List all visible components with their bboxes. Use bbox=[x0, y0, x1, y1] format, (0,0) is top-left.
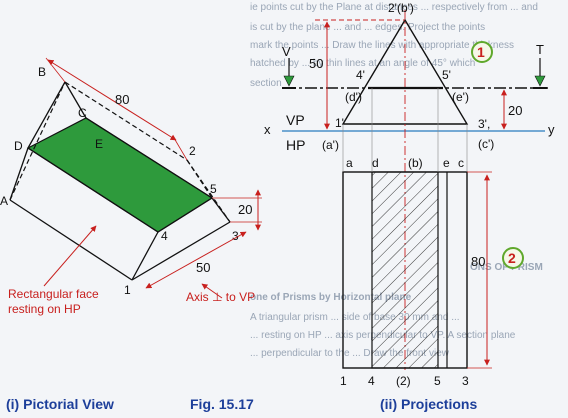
label-2b: 2'(b') bbox=[388, 1, 414, 15]
bg-line-1: ie points cut by the Plane at distances … bbox=[250, 2, 538, 13]
y-label: y bbox=[548, 122, 555, 137]
label-c-prime: (c') bbox=[478, 137, 494, 151]
t-label: T bbox=[536, 42, 544, 57]
dim-80-proj-label: 80 bbox=[471, 254, 485, 269]
plan-label-d: d bbox=[372, 156, 379, 170]
vp-label: VP bbox=[286, 112, 305, 128]
dim-50-proj-label: 50 bbox=[309, 56, 323, 71]
projector-lines bbox=[342, 88, 468, 172]
plan-label-1: 1 bbox=[340, 374, 347, 388]
bg-line-2: is cut by the plane ... and ... edges. P… bbox=[250, 22, 485, 33]
plan-label-c: c bbox=[458, 156, 464, 170]
v-label: V bbox=[282, 44, 291, 59]
dimension-50-pictorial: 50 bbox=[145, 231, 247, 289]
bg-line-8: A triangular prism ... side of base 30 m… bbox=[250, 312, 460, 323]
plan-label-3: 3 bbox=[462, 374, 469, 388]
hatched-section bbox=[371, 171, 439, 369]
bg-line-4: hatched by ... by thin lines at an angle… bbox=[250, 58, 475, 69]
bg-line-7: one of Prisms by Horizontal plane bbox=[250, 292, 412, 303]
face-leader-arrow bbox=[43, 225, 97, 287]
dimension-80-pictorial: 80 bbox=[45, 57, 188, 161]
plan-label-e: e bbox=[443, 156, 450, 170]
vertex-5: 5 bbox=[210, 182, 217, 196]
dimension-80-projection: 80 bbox=[467, 171, 492, 369]
marker-1-text: 1 bbox=[477, 44, 485, 60]
plan-label-b: (b) bbox=[408, 156, 423, 170]
dim-20-label: 20 bbox=[238, 202, 252, 217]
bg-line-5: section bbox=[250, 78, 282, 89]
label-4prime: 4' bbox=[356, 68, 365, 82]
plan-label-2: (2) bbox=[396, 374, 411, 388]
bg-line-6: ONS OF PRISM bbox=[470, 262, 543, 273]
x-label: x bbox=[264, 122, 271, 137]
plan-label-5: 5 bbox=[434, 374, 441, 388]
vertex-D: D bbox=[14, 139, 23, 153]
label-a-prime: (a') bbox=[322, 138, 339, 152]
vertex-B: B bbox=[38, 65, 46, 79]
vertex-2: 2 bbox=[189, 144, 196, 158]
bg-line-10: ... perpendicular to the ... Draw the fr… bbox=[250, 348, 450, 359]
hp-label: HP bbox=[286, 137, 305, 153]
caption-projections: (ii) Projections bbox=[380, 396, 477, 412]
note-face: Rectangular face resting on HP bbox=[8, 287, 102, 316]
t-arrow bbox=[533, 58, 547, 89]
figure-number: Fig. 15.17 bbox=[190, 396, 254, 412]
marker-2: 2 bbox=[502, 247, 524, 269]
dimension-50-projection: 50 bbox=[309, 21, 330, 130]
label-e-prime: (e') bbox=[452, 90, 469, 104]
label-1prime: 1' bbox=[335, 116, 344, 130]
vertex-1: 1 bbox=[124, 283, 131, 297]
marker-2-text: 2 bbox=[508, 250, 516, 266]
plan-label-4: 4 bbox=[368, 374, 375, 388]
marker-1: 1 bbox=[471, 41, 493, 63]
plan-label-a: a bbox=[346, 156, 353, 170]
dim-20-proj-label: 20 bbox=[508, 103, 522, 118]
vertex-C: E bbox=[95, 137, 103, 151]
dim-50-label: 50 bbox=[196, 260, 210, 275]
label-d-prime: (d') bbox=[345, 90, 362, 104]
vertex-A: A bbox=[0, 194, 8, 208]
label-3prime: 3', bbox=[478, 117, 490, 131]
caption-pictorial: (i) Pictorial View bbox=[6, 396, 114, 412]
label-5prime: 5' bbox=[442, 68, 451, 82]
bg-line-3: mark the points ... Draw the lines with … bbox=[250, 40, 514, 51]
dimension-20-projection: 20 bbox=[501, 89, 522, 130]
dimension-20-pictorial: 20 bbox=[212, 189, 262, 231]
v-arrow bbox=[282, 58, 296, 89]
note-axis: Axis ⊥ to VP bbox=[186, 290, 255, 304]
dim-80-label: 80 bbox=[115, 92, 129, 107]
axis-leader-arrow bbox=[201, 283, 223, 299]
